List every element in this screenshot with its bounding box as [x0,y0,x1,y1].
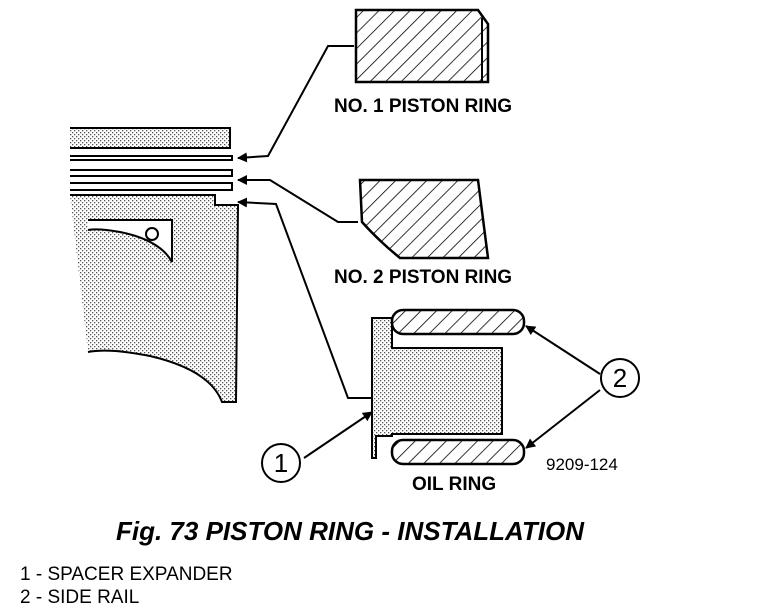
ring2-cross-section [358,178,490,260]
piston-pin-hole [145,227,159,241]
ring1-label: NO. 1 PISTON RING [334,96,512,117]
callout-2: 2 [600,358,640,398]
callout-1: 1 [261,443,301,483]
callout1-leader [303,411,373,459]
callout-1-number: 1 [274,448,288,478]
piston-ring-groove-3 [70,182,233,191]
figure-code: 9209-124 [546,455,618,474]
piston-ring-groove-1 [70,155,233,161]
legend-item: 2 - SIDE RAIL [20,587,140,608]
ring1-cross-section [354,8,490,84]
spacer-expander [371,317,503,459]
callout-2-number: 2 [613,363,627,393]
ring2-leader [237,175,358,223]
legend-item: 1 - SPACER EXPANDER [20,564,233,585]
ring2-label: NO. 2 PISTON RING [334,267,512,288]
side-rail-bottom [390,438,526,466]
piston [70,127,240,403]
oil-ring-label: OIL RING [412,474,496,495]
oil-ring-leader [237,197,372,399]
side-rail-top [390,308,526,336]
figure-caption: Fig. 73 PISTON RING - INSTALLATION [116,516,585,546]
ring1-leader [237,45,354,163]
leader-lines [237,45,601,459]
piston-ring-groove-2 [70,169,233,177]
piston-ring-diagram: NO. 1 PISTON RING NO. 2 PISTON RING OIL … [70,8,640,495]
callout2-leader-bottom [525,389,601,449]
oil-ring-assembly [371,308,526,466]
legend: 1 - SPACER EXPANDER 2 - SIDE RAIL [20,563,233,609]
callout2-leader-top [525,325,601,375]
